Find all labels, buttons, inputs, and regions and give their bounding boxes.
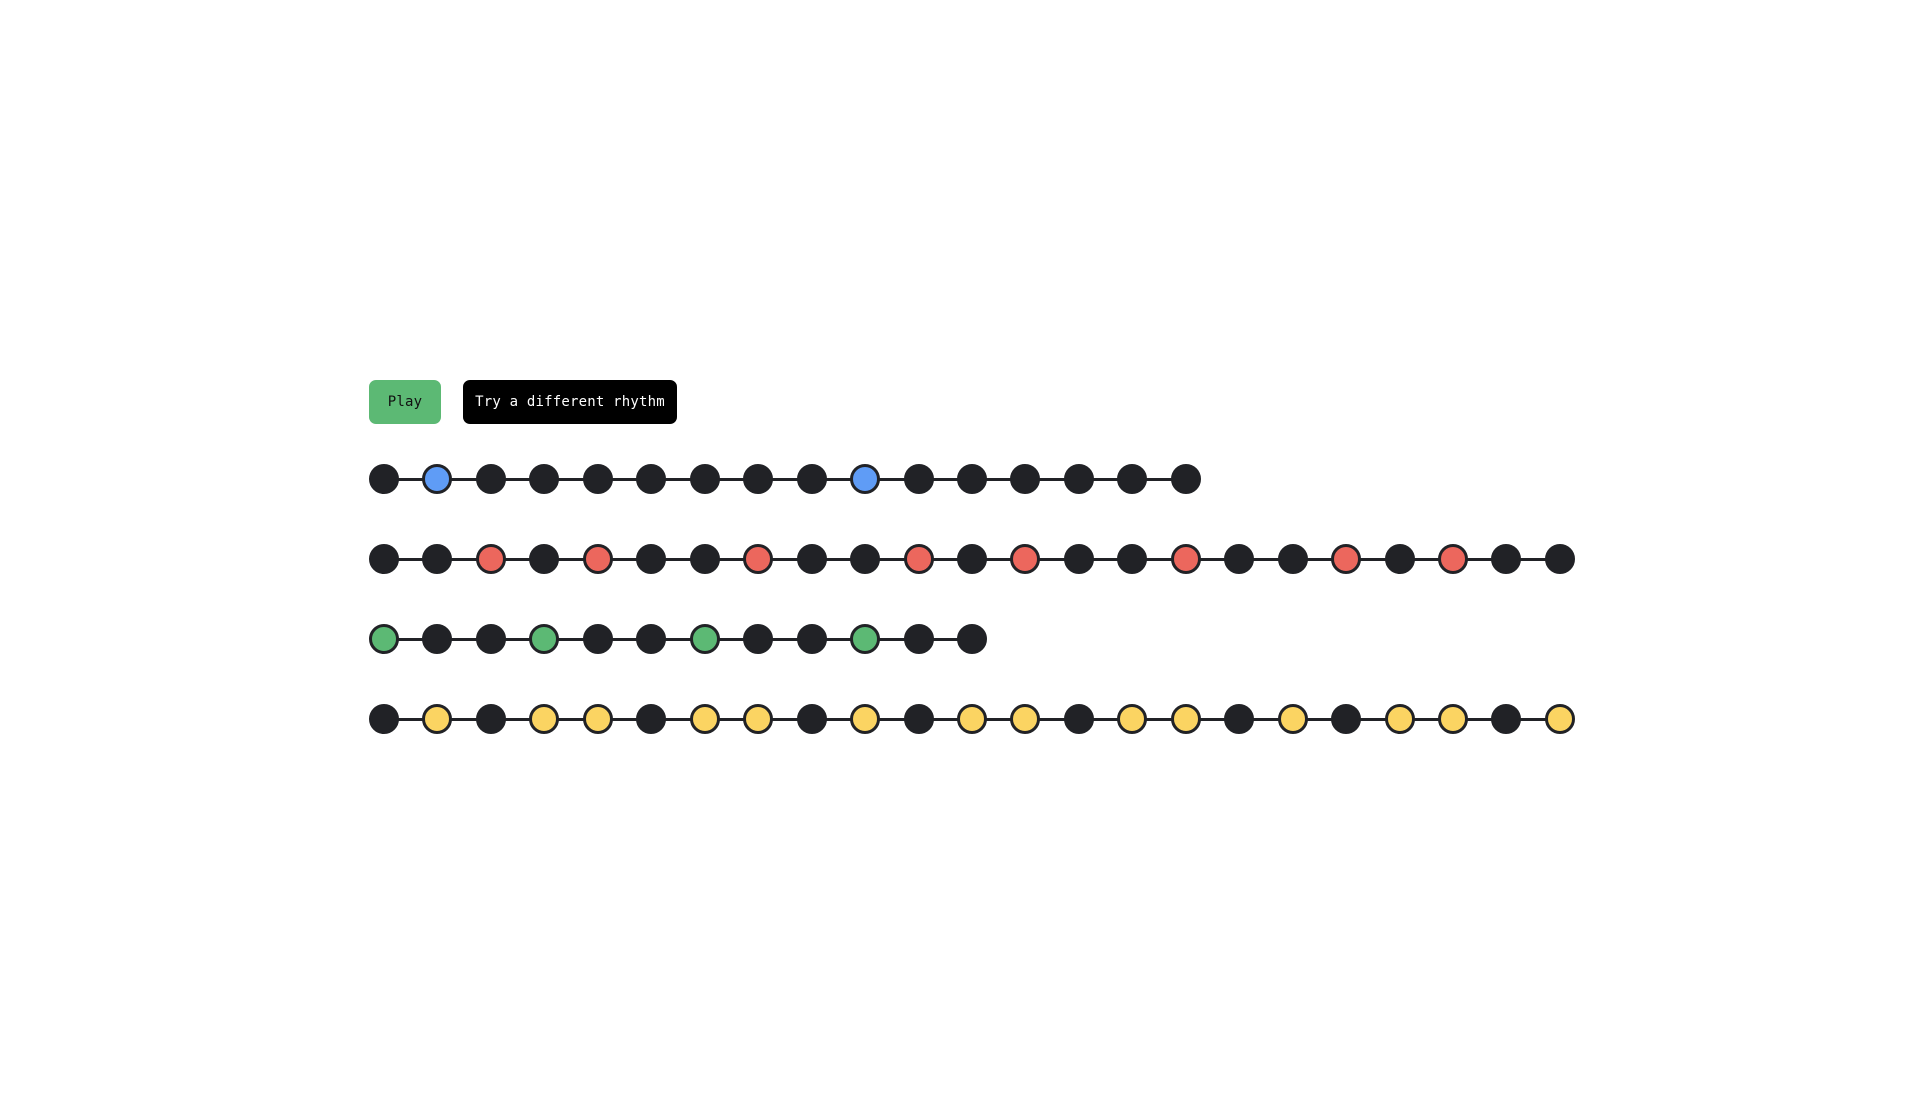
rhythm-tracks — [369, 464, 1575, 734]
beat-dot[interactable] — [850, 544, 881, 574]
beat-dot-active[interactable] — [1438, 704, 1468, 734]
beat-dot[interactable] — [1170, 464, 1201, 494]
beat-dot[interactable] — [743, 464, 774, 494]
beat-dot[interactable] — [1491, 544, 1522, 574]
beat-dot-active[interactable] — [743, 544, 774, 574]
beat-dot[interactable] — [956, 544, 987, 574]
beat-dot[interactable] — [1277, 544, 1308, 574]
beat-dot-active[interactable] — [956, 704, 987, 734]
beat-dot-active[interactable] — [1438, 544, 1468, 574]
track-green — [369, 624, 987, 654]
rhythm-stage: Play Try a different rhythm — [369, 380, 1575, 784]
beat-dot[interactable] — [1331, 704, 1362, 734]
beat-dot-active[interactable] — [689, 624, 720, 654]
beat-dot-active[interactable] — [582, 704, 613, 734]
beat-dot-active[interactable] — [1277, 704, 1308, 734]
beat-dot-active[interactable] — [529, 704, 560, 734]
beat-dot[interactable] — [369, 704, 399, 734]
beat-dot-active[interactable] — [743, 704, 774, 734]
beat-dot[interactable] — [1063, 544, 1094, 574]
beat-dot-active[interactable] — [422, 704, 453, 734]
beat-dot[interactable] — [475, 464, 506, 494]
beat-dot-active[interactable] — [1384, 704, 1415, 734]
play-button[interactable]: Play — [369, 380, 441, 424]
beat-dot-active[interactable] — [529, 624, 560, 654]
beat-dot[interactable] — [636, 544, 667, 574]
beat-dot[interactable] — [796, 704, 827, 734]
beat-dot[interactable] — [1117, 464, 1148, 494]
beat-dot[interactable] — [956, 464, 987, 494]
beat-dot[interactable] — [422, 544, 453, 574]
controls-bar: Play Try a different rhythm — [369, 380, 677, 424]
beat-dot[interactable] — [1544, 544, 1575, 574]
beat-dot-active[interactable] — [1010, 704, 1041, 734]
beat-dot-active[interactable] — [1170, 544, 1201, 574]
beat-dot-active[interactable] — [1544, 704, 1575, 734]
beat-dot-active[interactable] — [689, 704, 720, 734]
beat-dot[interactable] — [1224, 544, 1255, 574]
beat-dot[interactable] — [529, 544, 560, 574]
beat-dot[interactable] — [1010, 464, 1041, 494]
beat-dot[interactable] — [475, 624, 506, 654]
beat-dot[interactable] — [636, 704, 667, 734]
beat-dot[interactable] — [582, 624, 613, 654]
beat-dot-active[interactable] — [850, 624, 881, 654]
beat-dot-active[interactable] — [1331, 544, 1362, 574]
beat-dot-active[interactable] — [475, 544, 506, 574]
track-red — [369, 544, 1575, 574]
beat-dot[interactable] — [796, 544, 827, 574]
beat-dot-active[interactable] — [903, 544, 934, 574]
beat-dot[interactable] — [743, 624, 774, 654]
beat-dot[interactable] — [1063, 464, 1094, 494]
beat-dot-active[interactable] — [422, 464, 453, 494]
beat-dot[interactable] — [369, 464, 399, 494]
beat-dot-active[interactable] — [1117, 704, 1148, 734]
track-connector-line — [384, 477, 1186, 481]
beat-dot[interactable] — [582, 464, 613, 494]
beat-dot[interactable] — [636, 464, 667, 494]
beat-dot-active[interactable] — [850, 464, 881, 494]
track-blue — [369, 464, 1201, 494]
beat-dot[interactable] — [796, 624, 827, 654]
beat-dot[interactable] — [1384, 544, 1415, 574]
beat-dot[interactable] — [796, 464, 827, 494]
track-connector-line — [384, 637, 972, 641]
beat-dot[interactable] — [369, 544, 399, 574]
beat-dot-active[interactable] — [1010, 544, 1041, 574]
track-yellow — [369, 704, 1575, 734]
beat-dot[interactable] — [529, 464, 560, 494]
beat-dot[interactable] — [422, 624, 453, 654]
beat-dot[interactable] — [689, 464, 720, 494]
beat-dot-active[interactable] — [369, 624, 399, 654]
beat-dot[interactable] — [1063, 704, 1094, 734]
beat-dot[interactable] — [475, 704, 506, 734]
beat-dot[interactable] — [903, 624, 934, 654]
beat-dot[interactable] — [1224, 704, 1255, 734]
beat-dot-active[interactable] — [582, 544, 613, 574]
beat-dot-active[interactable] — [850, 704, 881, 734]
beat-dot[interactable] — [903, 464, 934, 494]
beat-dot[interactable] — [1491, 704, 1522, 734]
beat-dot[interactable] — [1117, 544, 1148, 574]
try-different-rhythm-button[interactable]: Try a different rhythm — [463, 380, 677, 424]
beat-dot[interactable] — [956, 624, 987, 654]
beat-dot[interactable] — [903, 704, 934, 734]
beat-dot-active[interactable] — [1170, 704, 1201, 734]
beat-dot[interactable] — [689, 544, 720, 574]
beat-dot[interactable] — [636, 624, 667, 654]
